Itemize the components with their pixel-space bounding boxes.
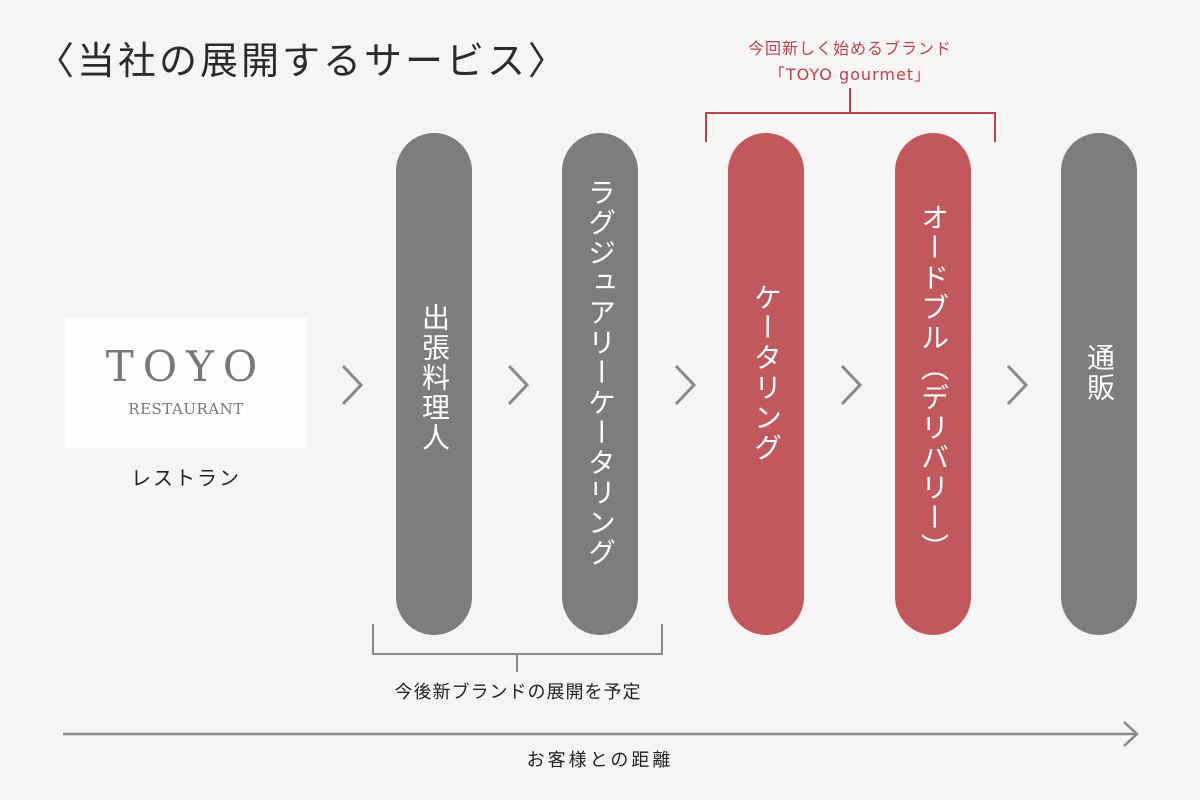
toyo-restaurant-logo: TOYO RESTAURANT <box>65 318 307 448</box>
service-label: オードブル（デリバリー） <box>917 203 950 563</box>
chevron-right-icon <box>507 364 530 406</box>
chevron-right-icon <box>341 364 364 406</box>
service-pill-mail-order: 通販 <box>1061 133 1137 635</box>
new-brand-label: 今回新しく始めるブランド <box>747 39 952 58</box>
planned-bracket <box>372 624 663 655</box>
service-label: ラグジュアリーケータリング <box>584 178 617 568</box>
service-label: 通販 <box>1083 343 1116 403</box>
service-label: ケータリング <box>750 283 783 463</box>
service-pill-hors-doeuvre-delivery: オードブル（デリバリー） <box>895 133 971 635</box>
logo-wordmark: TOYO <box>105 342 267 391</box>
service-pill-catering: ケータリング <box>728 133 804 635</box>
distance-axis-label: お客様との距離 <box>526 750 674 771</box>
chevron-right-icon <box>1006 364 1029 406</box>
chevron-right-icon <box>674 364 697 406</box>
axis-arrowhead-icon <box>1123 721 1139 747</box>
new-brand-name: 「TOYO gourmet」 <box>768 65 932 84</box>
service-pill-luxury-catering: ラグジュアリーケータリング <box>562 133 638 635</box>
chevron-right-icon <box>840 364 863 406</box>
new-brand-bracket <box>705 112 996 142</box>
restaurant-caption: レストラン <box>131 466 241 490</box>
logo-subtitle: RESTAURANT <box>128 400 244 418</box>
planned-expansion-label: 今後新ブランドの展開を予定 <box>394 682 642 703</box>
page-title: 〈当社の展開するサービス〉 <box>36 39 570 83</box>
service-label: 出張料理人 <box>418 303 451 453</box>
service-pill-chef: 出張料理人 <box>396 133 472 635</box>
